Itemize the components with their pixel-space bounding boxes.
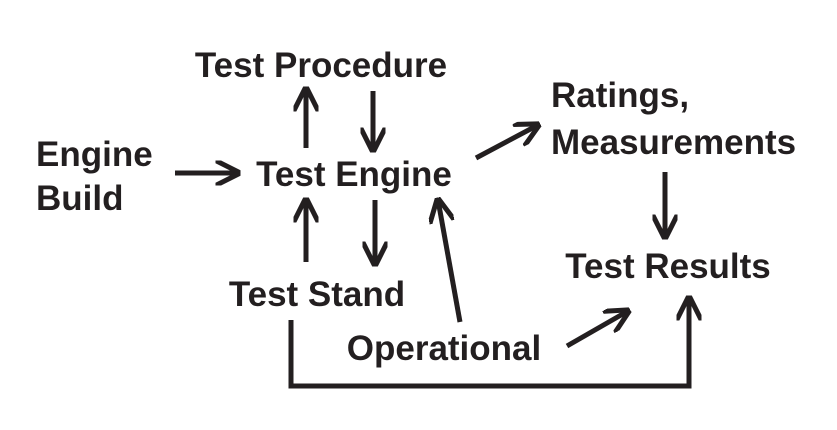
arrow-operational-to-test-results: [565, 311, 628, 349]
node-test-procedure: Test Procedure: [195, 46, 447, 85]
arrow-test-stand-to-test-results: [288, 298, 689, 389]
node-operational: Operational: [347, 329, 541, 368]
node-test-stand: Test Stand: [229, 275, 405, 314]
node-ratings-line1: Ratings,: [551, 76, 689, 115]
arrow-test-engine-to-ratings: [474, 125, 538, 161]
node-ratings-line2: Measurements: [551, 123, 796, 162]
node-test-engine: Test Engine: [256, 155, 452, 194]
node-engine-build-line2: Build: [36, 179, 123, 218]
node-test-results: Test Results: [565, 247, 771, 286]
arrow-operational-to-test-engine: [438, 200, 463, 323]
node-engine-build-line1: Engine: [36, 135, 153, 174]
